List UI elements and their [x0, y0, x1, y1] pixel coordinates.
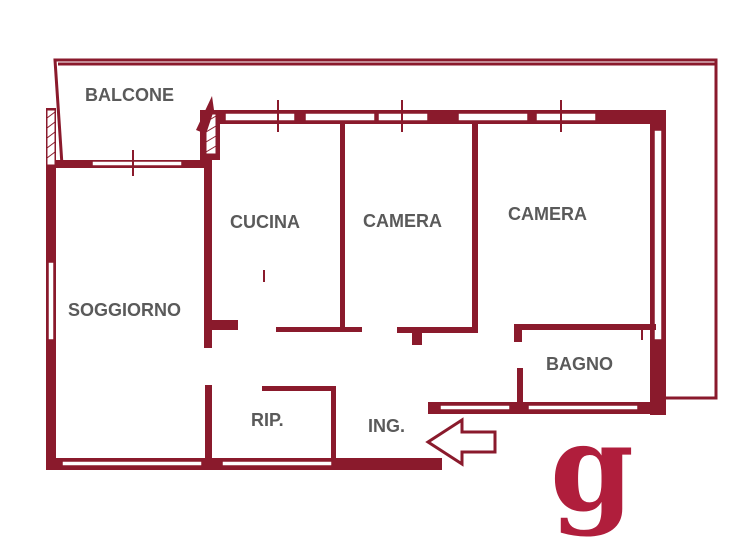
logo: g [550, 398, 634, 539]
room-label-soggiorno: SOGGIORNO [68, 300, 181, 320]
entrance-arrow-icon [425, 417, 497, 467]
room-label-camera-2: CAMERA [508, 204, 587, 224]
balcony-door [196, 96, 214, 134]
room-label-ripostiglio: RIP. [251, 410, 284, 430]
room-label-bagno: BAGNO [546, 354, 613, 374]
interior-walls [204, 124, 656, 463]
room-label-balcone: BALCONE [85, 85, 174, 105]
room-label-ingresso: ING. [368, 416, 405, 436]
room-label-cucina: CUCINA [230, 212, 300, 232]
balcony-outline [53, 58, 718, 400]
room-label-camera-1: CAMERA [363, 211, 442, 231]
exterior-walls [46, 100, 666, 470]
